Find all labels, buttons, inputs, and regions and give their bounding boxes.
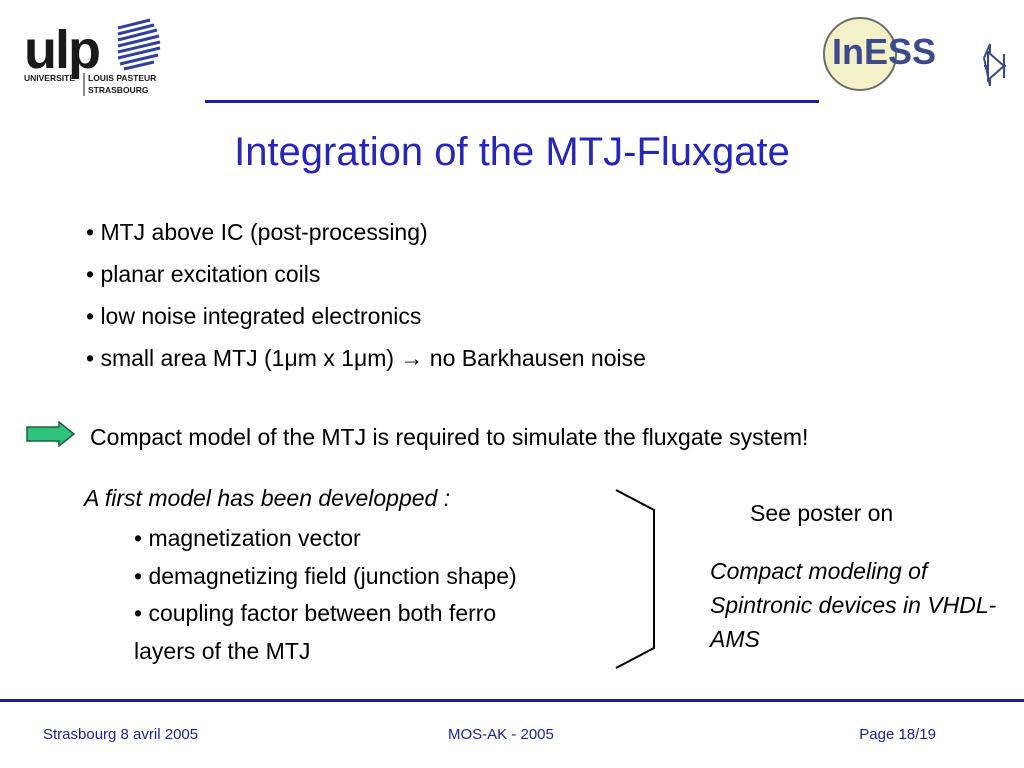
- ulp-logo-text: ulp: [24, 20, 99, 80]
- ulp-logo: ulp UNIVERSITÉ LOUIS PASTEUR STRASBOURG: [24, 18, 161, 96]
- model-item: • demagnetizing field (junction shape): [134, 562, 517, 589]
- model-item: layers of the MTJ: [134, 637, 311, 664]
- ulp-logo-line1: UNIVERSITÉ: [24, 73, 75, 83]
- conclusion-text: Compact model of the MTJ is required to …: [90, 424, 809, 450]
- bullet-list: • MTJ above IC (post-processing) • plana…: [86, 211, 646, 379]
- bullet-item: • low noise integrated electronics: [86, 303, 422, 329]
- title-rule: [205, 100, 819, 103]
- right-brace-icon: [615, 489, 655, 669]
- footer-rule: [0, 699, 1024, 702]
- bullet-item: • small area MTJ (1μm x 1μm) → no Barkha…: [86, 345, 646, 371]
- footer-location-date: Strasbourg 8 avril 2005: [43, 726, 199, 743]
- model-item-list: • magnetization vector • demagnetizing f…: [134, 520, 517, 670]
- bullet-item: • MTJ above IC (post-processing): [86, 219, 428, 245]
- model-item: • coupling factor between both ferro: [134, 600, 497, 626]
- iness-logo-text: InESS: [832, 31, 936, 72]
- ulp-logo-stripes: [117, 18, 161, 71]
- right-arrow-icon: [26, 421, 76, 447]
- ulp-logo-line3: STRASBOURG: [88, 85, 149, 95]
- model-item: • magnetization vector: [134, 525, 361, 551]
- bullet-item: • planar excitation coils: [86, 261, 321, 287]
- model-heading: A first model has been developped :: [84, 485, 451, 511]
- footer-event: MOS-AK - 2005: [448, 726, 554, 743]
- ulp-logo-line2: LOUIS PASTEUR: [88, 73, 156, 83]
- poster-title: Compact modeling of Spintronic devices i…: [710, 558, 997, 652]
- iness-logo: InESS: [823, 17, 1006, 91]
- slide-title: Integration of the MTJ-Fluxgate: [234, 130, 790, 174]
- footer-page-number: Page 18/19: [859, 726, 936, 743]
- see-poster-text: See poster on: [750, 500, 894, 526]
